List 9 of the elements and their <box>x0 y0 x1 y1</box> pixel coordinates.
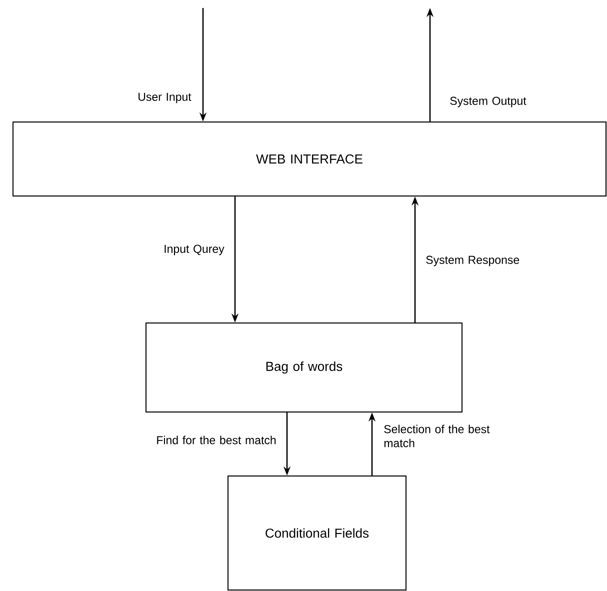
process-box: WEB INTERFACE <box>12 122 606 196</box>
edge-label: Input Qurey <box>164 244 224 256</box>
edge-label: System Output <box>450 96 526 108</box>
edge-label: System Response <box>426 256 520 266</box>
process-box: Bag of words <box>146 322 462 412</box>
process-box: Conditional Fields <box>228 476 406 590</box>
edge-label: Find for the best match <box>157 436 276 444</box>
edge-label: User Input <box>138 92 192 104</box>
edge-label: Selection of the best match <box>384 424 490 448</box>
